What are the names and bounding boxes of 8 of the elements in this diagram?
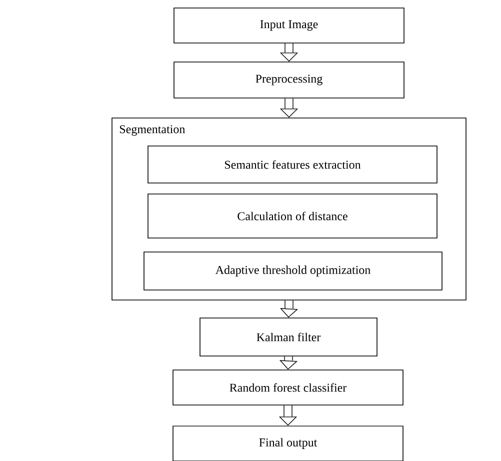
process-box: Semantic features extraction: [148, 146, 438, 184]
process-box: Kalman filter: [200, 318, 378, 356]
process-box: Input Image: [174, 8, 404, 44]
process-box: Calculation of distance: [148, 194, 438, 238]
process-box: Random forest classifier: [172, 370, 404, 406]
process-box: Final output: [172, 426, 404, 461]
process-box: Adaptive threshold optimization: [144, 252, 442, 290]
process-box: Preprocessing: [174, 62, 404, 98]
